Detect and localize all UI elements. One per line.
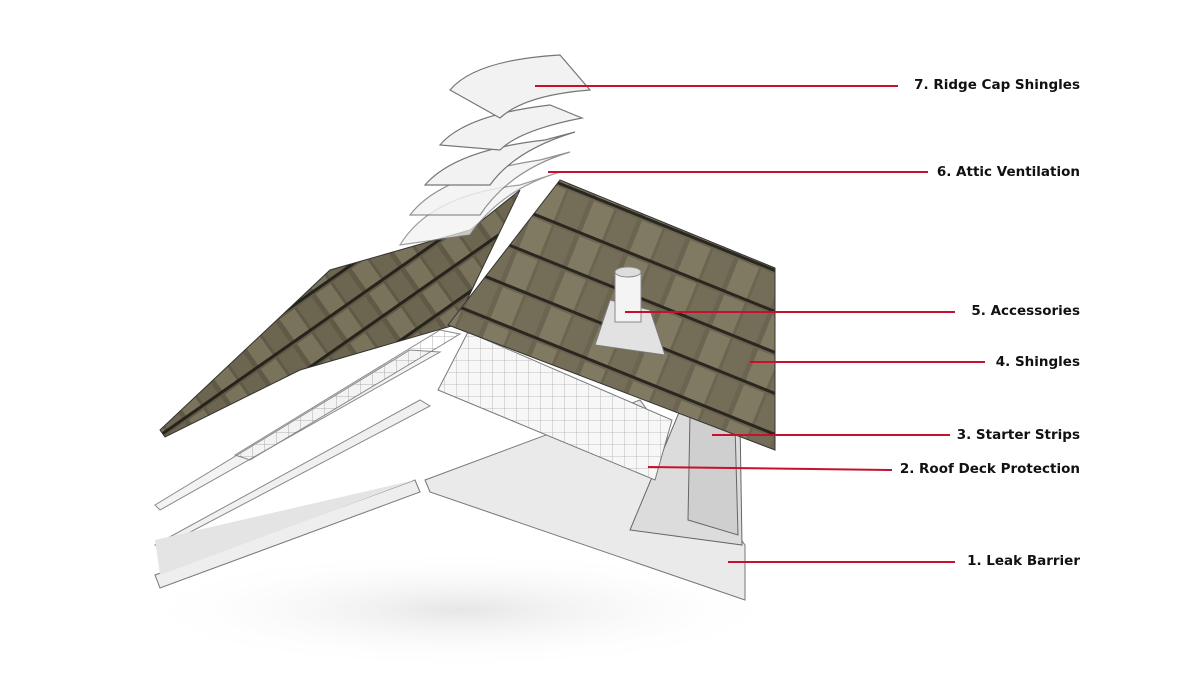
ridge-cap-shingles: [398, 54, 592, 246]
leader-lines: [535, 85, 985, 563]
vent-pipe-accessory: [594, 266, 666, 356]
left-slope-decks: [153, 189, 521, 589]
label-starter-strips: 3. Starter Strips: [956, 427, 1080, 443]
ground-shadow: [130, 550, 790, 670]
label-shingles: 4. Shingles: [995, 354, 1080, 370]
label-ridge-cap-shingles: 7. Ridge Cap Shingles: [914, 77, 1080, 93]
leader-line-roof-deck-protection: [647, 466, 893, 471]
label-attic-ventilation: 6. Attic Ventilation: [936, 164, 1080, 180]
label-leak-barrier: 1. Leak Barrier: [967, 553, 1080, 569]
label-accessories: 5. Accessories: [971, 303, 1080, 319]
label-roof-deck-protection: 2. Roof Deck Protection: [899, 461, 1080, 477]
